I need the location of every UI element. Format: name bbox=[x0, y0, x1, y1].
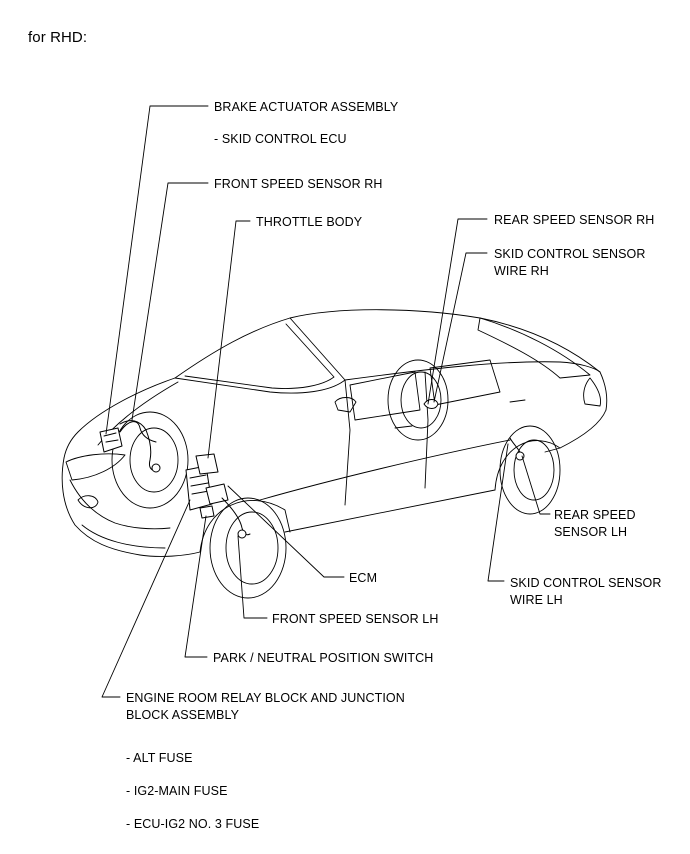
door-handle-rear bbox=[509, 399, 526, 403]
label-front-speed-sensor-rh: FRONT SPEED SENSOR RH bbox=[214, 177, 383, 191]
label-skid-control-sensor-wire-lh-line1: SKID CONTROL SENSOR bbox=[510, 576, 662, 590]
diagram-header: for RHD: bbox=[28, 29, 88, 46]
rear-left-wheel-arch bbox=[494, 440, 561, 491]
rear-right-tire bbox=[387, 359, 449, 441]
rear-left-tire bbox=[499, 425, 561, 515]
label-skid-control-ecu: - SKID CONTROL ECU bbox=[214, 132, 347, 146]
body-side-lower bbox=[259, 439, 511, 501]
rear-right-rim bbox=[400, 371, 442, 429]
label-park-neutral-position-switch: PARK / NEUTRAL POSITION SWITCH bbox=[213, 651, 434, 665]
front-speed-sensor-rh-wire bbox=[119, 420, 159, 471]
windshield bbox=[174, 317, 346, 394]
wheels bbox=[111, 359, 561, 599]
fog-lamp bbox=[77, 495, 99, 509]
label-throttle-body: THROTTLE BODY bbox=[256, 215, 363, 229]
tail-lamp bbox=[583, 377, 601, 407]
label-engine-room-relay-block-line2: BLOCK ASSEMBLY bbox=[126, 708, 240, 722]
front-speed-sensor-rh-part bbox=[151, 463, 161, 473]
rear-left-rim bbox=[513, 439, 555, 501]
rear-body bbox=[544, 409, 607, 453]
leader-engine-room-block bbox=[101, 499, 191, 698]
front-door-line bbox=[344, 379, 351, 506]
front-left-wheel-arch bbox=[199, 500, 291, 553]
label-alt-fuse: - ALT FUSE bbox=[126, 751, 193, 765]
label-rear-speed-sensor-lh-line1: REAR SPEED bbox=[554, 508, 636, 522]
rear-speed-sensor-rh-part bbox=[423, 399, 439, 409]
leader-brake-actuator bbox=[105, 105, 209, 435]
windshield-inner bbox=[184, 323, 335, 389]
rear-window bbox=[477, 317, 591, 379]
headlamp bbox=[65, 453, 126, 481]
front-left-rim bbox=[225, 511, 279, 585]
rear-door-line bbox=[424, 371, 429, 489]
leader-lines bbox=[101, 105, 551, 698]
rocker-panel bbox=[284, 489, 496, 533]
leader-skid-wire-lh bbox=[487, 443, 509, 582]
side-window-front bbox=[349, 371, 421, 421]
leader-skid-wire-rh bbox=[433, 252, 488, 403]
label-front-speed-sensor-lh: FRONT SPEED SENSOR LH bbox=[272, 612, 439, 626]
label-rear-speed-sensor-rh: REAR SPEED SENSOR RH bbox=[494, 213, 655, 227]
front-left-tire bbox=[209, 497, 287, 599]
front-speed-sensor-lh-part bbox=[237, 529, 247, 539]
rear-speed-sensor-lh-wire bbox=[509, 437, 521, 453]
side-window-rear bbox=[429, 359, 501, 406]
label-skid-control-sensor-wire-lh-line2: WIRE LH bbox=[510, 593, 563, 607]
label-ecu-ig2-no3-fuse: - ECU-IG2 NO. 3 FUSE bbox=[126, 817, 260, 831]
label-ecm: ECM bbox=[349, 571, 378, 585]
label-ig2-main-fuse: - IG2-MAIN FUSE bbox=[126, 784, 228, 798]
belt-line bbox=[344, 361, 601, 381]
label-rear-speed-sensor-lh-line2: SENSOR LH bbox=[554, 525, 628, 539]
brake-actuator bbox=[99, 427, 123, 453]
label-brake-actuator-assembly: BRAKE ACTUATOR ASSEMBLY bbox=[214, 100, 399, 114]
grille bbox=[69, 479, 171, 530]
front-fascia bbox=[61, 457, 201, 557]
roof-outline bbox=[174, 309, 601, 379]
front-right-rim bbox=[129, 427, 179, 493]
park-neutral-switch bbox=[199, 505, 215, 519]
leader-throttle-body bbox=[207, 220, 251, 459]
label-skid-control-sensor-wire-rh-line2: WIRE RH bbox=[494, 264, 549, 278]
leader-ecm bbox=[227, 485, 345, 578]
trunk-lid bbox=[599, 371, 608, 411]
throttle-body bbox=[195, 453, 219, 475]
label-engine-room-relay-block-line1: ENGINE ROOM RELAY BLOCK AND JUNCTION bbox=[126, 691, 405, 705]
label-skid-control-sensor-wire-rh-line1: SKID CONTROL SENSOR bbox=[494, 247, 646, 261]
brake-actuator-pipes bbox=[119, 421, 157, 443]
components bbox=[99, 399, 525, 539]
front-right-tire bbox=[111, 411, 189, 509]
leader-park-neutral bbox=[184, 515, 208, 658]
leader-front-speed-sensor-rh bbox=[131, 182, 209, 421]
door-handle-front bbox=[394, 425, 413, 429]
leader-rear-speed-sensor-rh bbox=[427, 218, 488, 405]
car-body bbox=[61, 309, 608, 557]
side-mirror bbox=[334, 397, 357, 413]
leader-rear-speed-sensor-lh bbox=[521, 455, 551, 515]
leader-front-speed-sensor-lh bbox=[237, 535, 268, 619]
hood bbox=[63, 377, 176, 459]
front-speed-sensor-lh-wire bbox=[221, 497, 251, 536]
lower-grille bbox=[81, 524, 166, 549]
